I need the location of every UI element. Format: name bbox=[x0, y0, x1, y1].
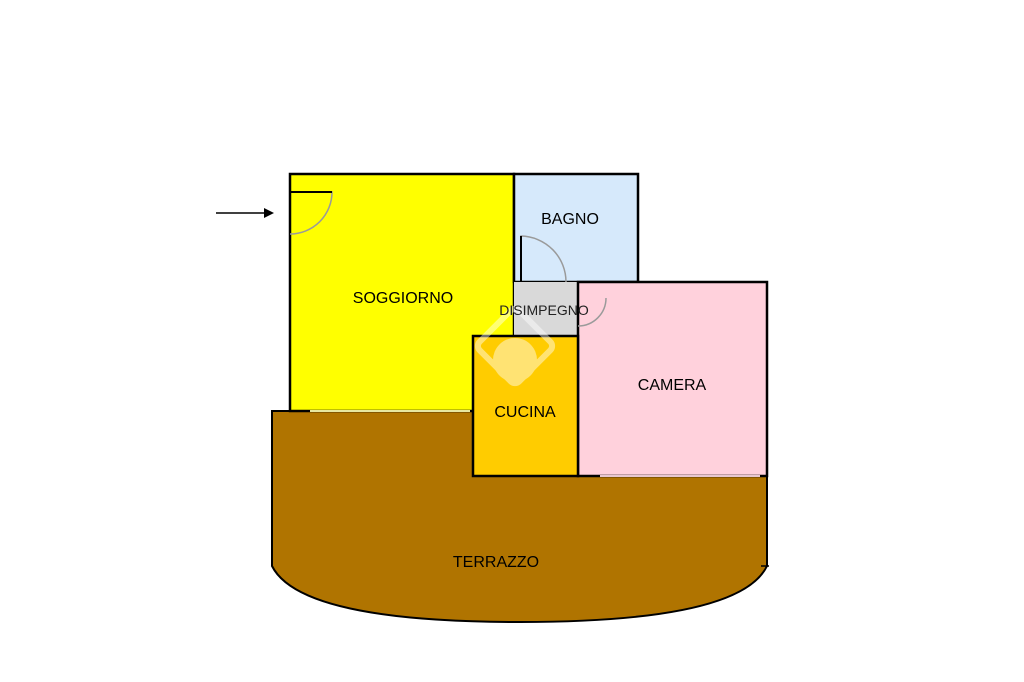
label-cucina: CUCINA bbox=[494, 404, 556, 421]
label-terrazzo: TERRAZZO bbox=[453, 554, 539, 571]
arrow-right-icon bbox=[216, 208, 274, 218]
door-arc-camera bbox=[577, 297, 607, 327]
room-disimpegno bbox=[514, 282, 578, 336]
door-arc-bagno bbox=[520, 235, 567, 283]
room-cucina bbox=[471, 334, 580, 478]
label-disimpegno: DISIMPEGNO bbox=[499, 302, 589, 318]
watermark-logo bbox=[474, 305, 556, 387]
label-camera: CAMERA bbox=[638, 377, 707, 394]
room-bagno bbox=[512, 172, 640, 284]
door-arc-entrance bbox=[289, 191, 333, 235]
label-soggiorno: SOGGIORNO bbox=[353, 290, 453, 307]
label-bagno: BAGNO bbox=[541, 211, 599, 228]
room-terrazzo bbox=[271, 410, 768, 624]
